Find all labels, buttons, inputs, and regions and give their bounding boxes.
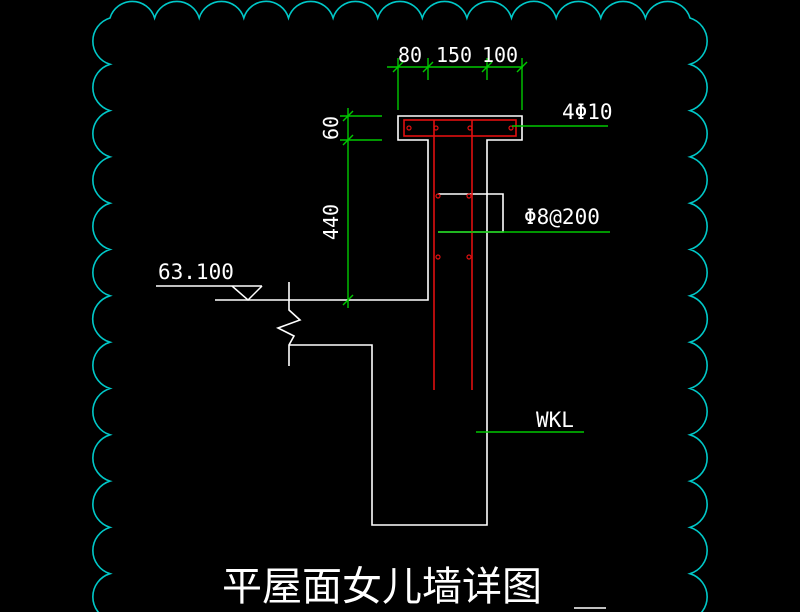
stirrup-bend-outline (438, 193, 504, 233)
concrete-outline (215, 115, 523, 526)
break-line (275, 282, 302, 366)
rebar-dot (435, 193, 441, 199)
label-top-rebar: 4Φ10 (562, 100, 613, 124)
rebar-dot (466, 254, 472, 260)
dim-slab-height: 60 (319, 116, 343, 140)
label-beam: WKL (536, 408, 574, 432)
elevation-marker (156, 285, 263, 302)
left-dim-tick (342, 294, 354, 306)
dim-top-middle: 150 (436, 43, 472, 67)
rebar-dot (467, 125, 473, 131)
dim-top-right: 100 (482, 43, 518, 67)
rebar-dot (435, 254, 441, 260)
label-stirrup: Φ8@200 (524, 205, 600, 229)
left-dim-tick (342, 110, 354, 122)
rebar-dot (433, 125, 439, 131)
left-dim-tick (342, 134, 354, 146)
dim-top-left: 80 (398, 43, 422, 67)
leader-lines (438, 125, 610, 433)
top-dim-tick (392, 61, 404, 73)
rebar-dots (406, 125, 514, 260)
rebar-dot (406, 125, 412, 131)
top-dim-tick (422, 61, 434, 73)
drawing-title: 平屋面女儿墙详图 (222, 564, 542, 610)
top-dim-tick (481, 61, 493, 73)
parapet-outline (215, 115, 523, 526)
revision-cloud-border (91, 0, 709, 612)
label-elevation: 63.100 (158, 260, 234, 284)
top-dimension-chain (387, 58, 528, 110)
rebar-dot (466, 193, 472, 199)
top-dim-tick (516, 61, 528, 73)
rebar-dot (508, 125, 514, 131)
dim-wall-height: 440 (319, 204, 343, 240)
rebar-group (403, 119, 517, 390)
elevation-triangle (231, 285, 263, 302)
left-dimension-chain (340, 108, 382, 308)
top-rebar-cage (403, 119, 517, 137)
